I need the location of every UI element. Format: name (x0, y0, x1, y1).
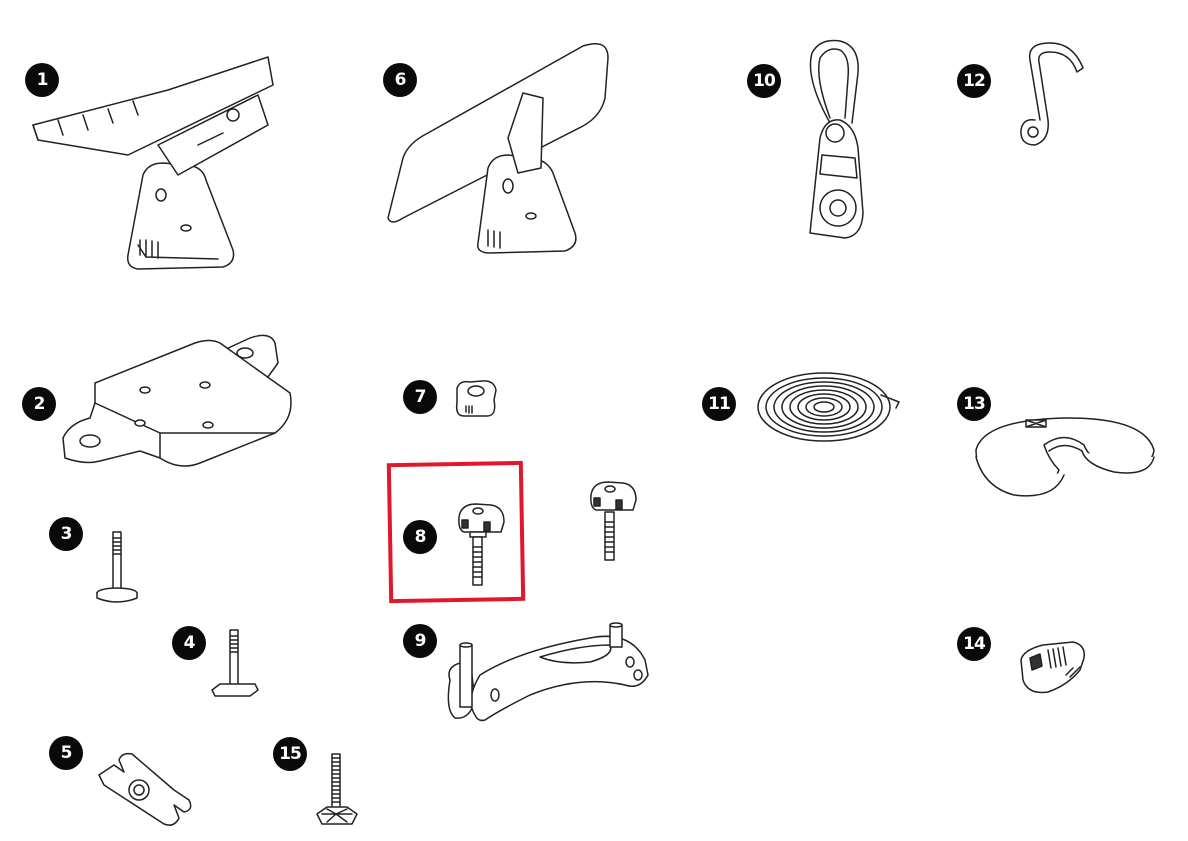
part-badge-6: 6 (383, 63, 417, 97)
part-3-round-head-bolt-icon (96, 530, 142, 605)
part-13-loop-strap-icon (974, 415, 1156, 497)
part-badge-1: 1 (25, 63, 59, 97)
part-badge-7: 7 (403, 380, 437, 414)
part-badge-14: 14 (957, 627, 991, 661)
part-9-bracket-arm-icon (440, 620, 655, 725)
part-badge-3: 3 (49, 517, 83, 551)
part-8-knob-bolt-icon (456, 502, 506, 587)
part-badge-10: 10 (747, 64, 781, 98)
part-6-pad-mount-icon (383, 38, 613, 263)
part-badge-15: 15 (273, 737, 307, 771)
part-11-coiled-strap-icon (756, 370, 901, 445)
part-badge-11: 11 (702, 387, 736, 421)
part-badge-13: 13 (957, 387, 991, 421)
part-badge-8: 8 (403, 520, 437, 554)
part-2-base-plate-icon (60, 333, 292, 478)
part-badge-5: 5 (49, 736, 83, 770)
part-7-knob-nut-icon (452, 378, 500, 420)
part-badge-9: 9 (403, 624, 437, 658)
part-15-bolt-with-base-icon (312, 752, 362, 832)
part-badge-4: 4 (172, 626, 206, 660)
part-8-knob-bolt-alt-view-icon (588, 480, 638, 562)
part-badge-12: 12 (957, 64, 991, 98)
part-5-slotted-key-icon (94, 750, 199, 830)
part-1-saddle-mount-icon (28, 45, 278, 290)
part-14-clip-cover-icon (1018, 640, 1090, 695)
part-10-carabiner-icon (800, 38, 870, 239)
part-12-s-hook-icon (1015, 40, 1090, 155)
part-4-square-t-bolt-icon (210, 628, 260, 703)
part-badge-2: 2 (22, 387, 56, 421)
